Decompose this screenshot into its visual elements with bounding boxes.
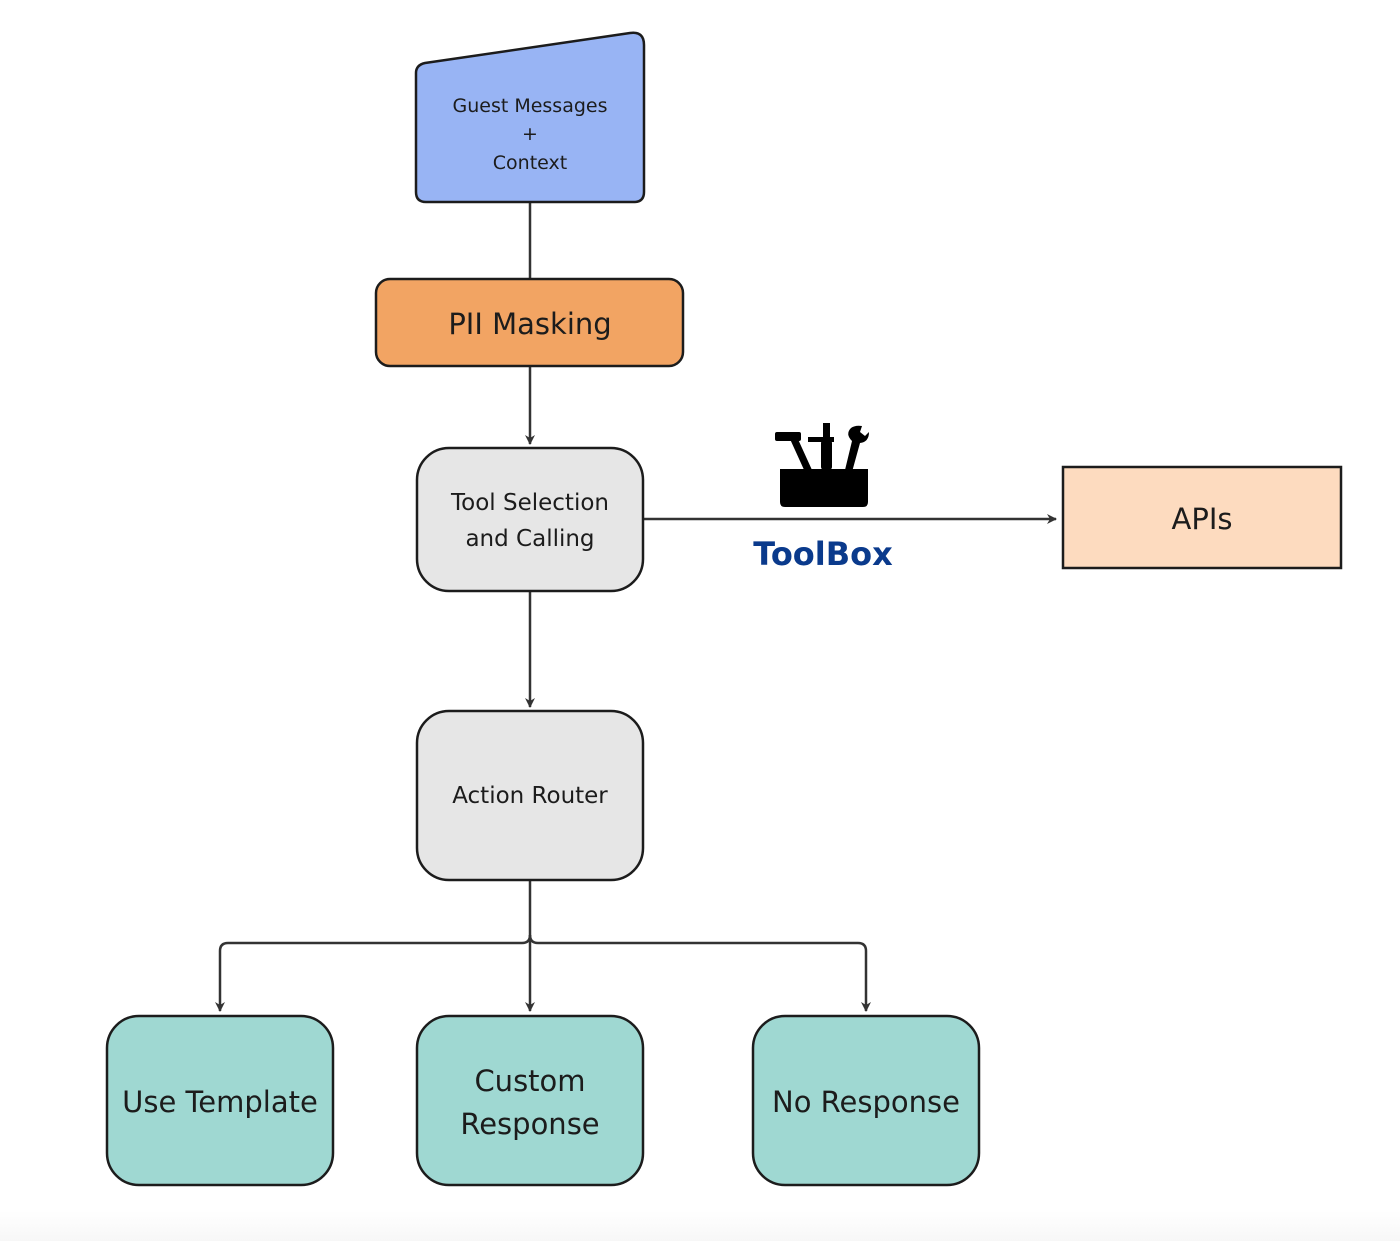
node-tool-selection: Tool Selection and Calling: [415, 446, 645, 593]
node-pii-masking: PII Masking: [374, 277, 685, 368]
bottom-fade: [0, 1211, 1400, 1241]
tool-selection-label-line1: Tool Selection: [450, 490, 609, 516]
toolbox-icon: [775, 423, 869, 507]
input-label-line1: Guest Messages: [452, 95, 607, 117]
input-shape: [414, 31, 646, 204]
use-template-box: [105, 1014, 335, 1187]
toolbox-label: ToolBox: [753, 535, 893, 573]
apis-box: [1061, 465, 1343, 570]
tool-selection-label-line2: and Calling: [465, 526, 594, 552]
node-action-router: Action Router: [415, 709, 645, 882]
arrow-router-to-no-response: [528, 934, 871, 1012]
no-response-box: [751, 1014, 981, 1187]
node-guest-messages: Guest Messages + Context: [414, 31, 646, 204]
input-label-line3: Context: [493, 152, 567, 174]
action-router-box: [415, 709, 645, 882]
custom-response-box: [415, 1014, 645, 1187]
tool-selection-box: [415, 446, 645, 593]
connectors: [215, 202, 1057, 1012]
pii-masking-box: [374, 277, 685, 368]
node-use-template: Use Template: [105, 1014, 335, 1187]
custom-response-label-line2: Response: [460, 1107, 599, 1141]
action-router-label: Action Router: [452, 783, 608, 809]
node-apis: APIs: [1061, 465, 1343, 570]
custom-response-label-line1: Custom: [474, 1064, 585, 1098]
input-label-line2: +: [522, 123, 538, 145]
node-custom-response: Custom Response: [415, 1014, 645, 1187]
use-template-label: Use Template: [122, 1085, 318, 1119]
pii-masking-label: PII Masking: [448, 307, 611, 341]
node-no-response: No Response: [751, 1014, 981, 1187]
apis-label: APIs: [1172, 502, 1233, 536]
arrow-router-to-use-template: [215, 934, 532, 1012]
no-response-label: No Response: [772, 1085, 960, 1119]
